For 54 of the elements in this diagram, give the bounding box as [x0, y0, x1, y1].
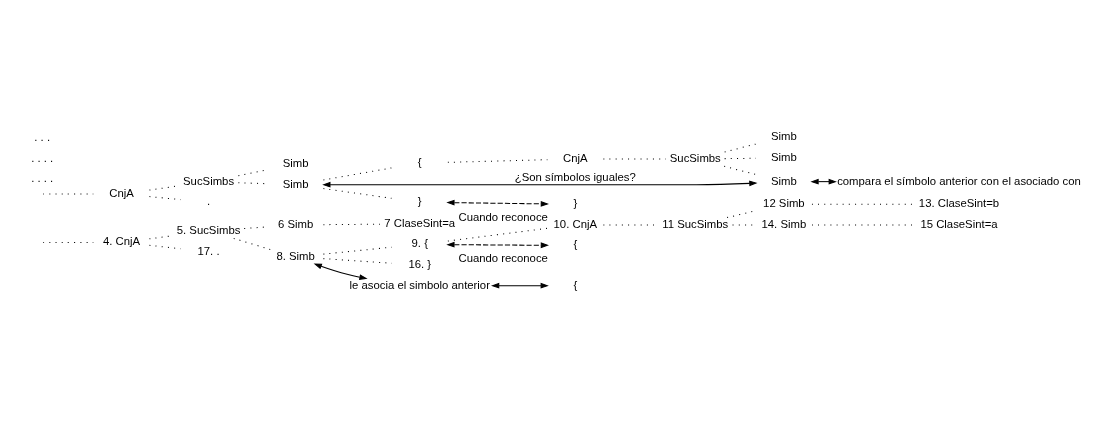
node-text: 15 ClaseSint=a	[920, 217, 998, 230]
connector	[322, 258, 393, 264]
connector	[723, 165, 757, 176]
connector	[322, 188, 393, 199]
node-text: CnjA	[109, 186, 134, 199]
node-text: 11 SucSimbs	[662, 217, 729, 230]
node-text: 14. Simb	[761, 217, 807, 230]
node-text: CnjA	[563, 151, 588, 164]
node-text: le asocia el simbolo anterior	[349, 278, 490, 291]
node-text: Simb	[770, 150, 797, 163]
node-text: 16. }	[408, 257, 432, 270]
node-text: {	[573, 238, 578, 251]
node-text: 6 Simb	[277, 217, 314, 230]
node-text: SucSimbs	[183, 174, 235, 187]
node-text: 7 ClaseSint=a	[384, 216, 456, 229]
node-text: .	[206, 195, 211, 208]
node-text: 4. CnjA	[102, 235, 141, 248]
node-text: compara el símbolo anterior con el asociado con	[837, 174, 1081, 187]
node-text: SucSimbs	[669, 151, 721, 164]
arrow	[491, 282, 549, 289]
node-text: Simb	[770, 174, 797, 187]
connector	[322, 167, 393, 181]
node-text: Simb	[282, 157, 309, 169]
connector	[148, 244, 182, 250]
connector	[148, 196, 182, 201]
connector	[447, 159, 548, 163]
edge-label: ¿Son símbolos iguales?	[514, 171, 636, 184]
connector	[724, 143, 757, 153]
arrow	[446, 241, 549, 249]
node-text: 10. CnjA	[553, 217, 598, 230]
node-text: 12 Simb	[763, 197, 805, 210]
node-label: Cuando reconoce	[458, 251, 548, 264]
connector	[724, 157, 757, 160]
label: . . . .	[31, 151, 54, 164]
arrow	[313, 263, 368, 280]
arrow	[322, 180, 758, 188]
connector	[233, 237, 272, 251]
node-text: 9. {	[411, 237, 428, 250]
node-text: 17. .	[197, 244, 220, 257]
label: . . .	[34, 131, 51, 144]
node-text: Simb	[770, 130, 797, 143]
node-text: {	[417, 155, 422, 168]
node-text: 13. ClaseSint=b	[918, 197, 1000, 210]
label: . . . .	[31, 172, 54, 185]
node-text: }	[573, 197, 578, 210]
node-text: 8. Simb	[276, 249, 315, 262]
node-text: Simb	[282, 177, 309, 190]
node-text: 5. SucSimbs	[176, 223, 241, 236]
node-label: Cuando reconoce	[458, 210, 548, 223]
arrow	[446, 199, 549, 207]
connector	[322, 246, 393, 255]
node-text: }	[417, 195, 422, 208]
node-text: {	[573, 278, 578, 291]
connector	[42, 241, 94, 243]
